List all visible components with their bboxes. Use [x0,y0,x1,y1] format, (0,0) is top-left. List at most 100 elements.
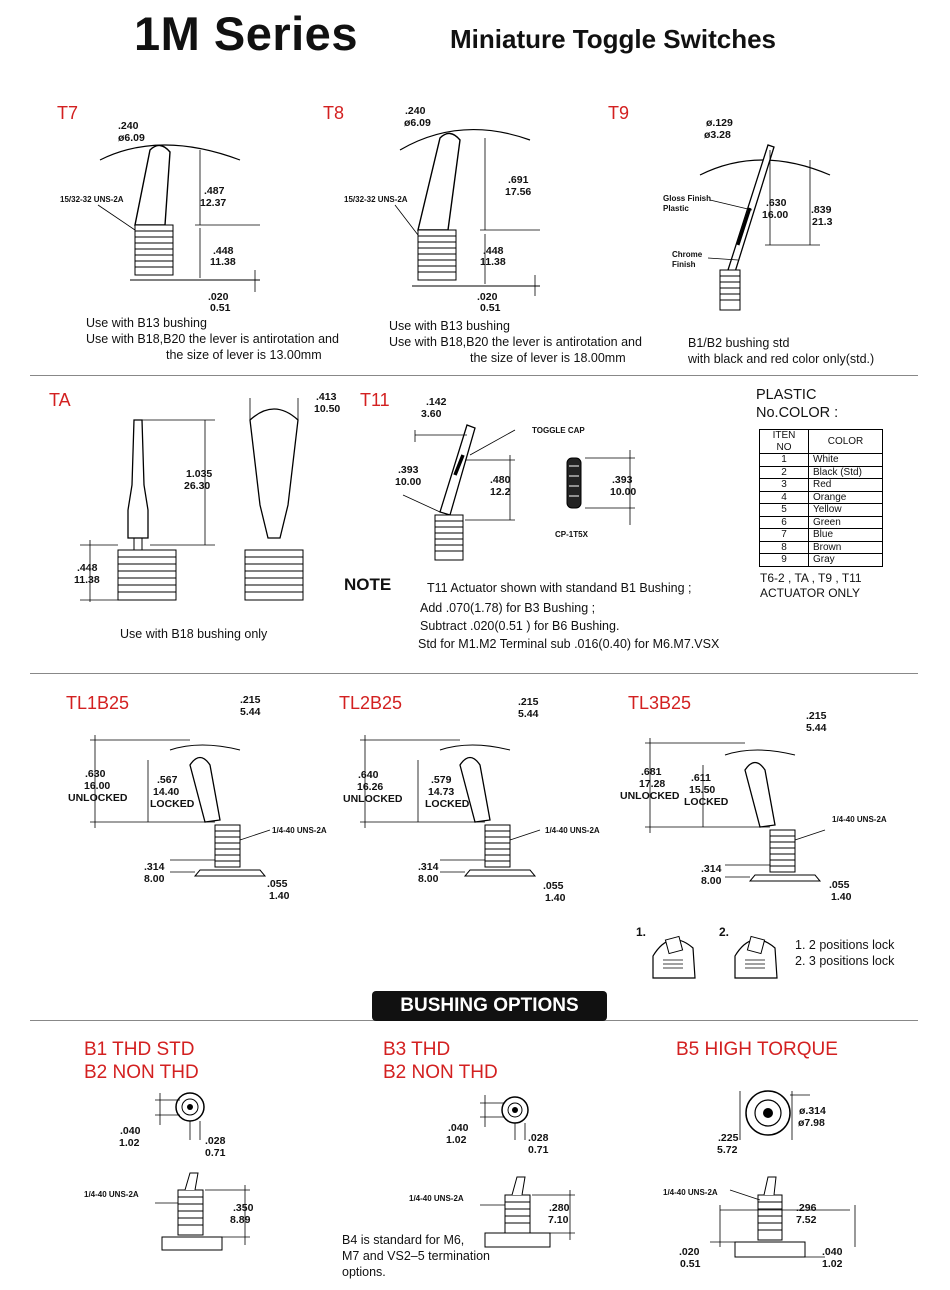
row-color: Black (Std) [808,465,883,479]
t8-dia-inch: .240 [405,105,426,117]
b5-c-inch: .296 [796,1202,817,1214]
ta-h1-inch: 1.035 [186,468,213,480]
b3-a-mm: 1.02 [446,1134,467,1146]
tl2-b-mm: 8.00 [418,873,439,885]
b5-c-mm: 7.52 [796,1214,817,1226]
tl3-thread: 1/4-40 UNS-2A [832,815,887,824]
t11-part: CP-1T5X [555,530,588,539]
bushing-options-banner: BUSHING OPTIONS [372,991,607,1021]
b1-a-mm: 1.02 [119,1137,140,1149]
plastic-footer-1: T6-2 , TA , T9 , T11 [760,571,862,585]
tl3-unl-inch: .681 [641,766,662,778]
t7-h2-mm: 11.38 [210,256,236,268]
t7-drawing [40,120,290,305]
tl3-c-inch: .055 [829,879,850,891]
b5-a-inch: .225 [718,1132,739,1144]
lock-num-1: 1. [636,925,647,939]
tl1-w-inch: .215 [240,694,261,706]
row-num: 1 [759,453,809,467]
plastic-footer-2: ACTUATOR ONLY [760,586,861,600]
b1-title-1: B1 THD STD [84,1039,195,1060]
row-num: 5 [759,503,809,517]
tl2-unl-text: UNLOCKED [343,793,403,805]
note-line-1: T11 Actuator shown with standand B1 Bush… [427,581,692,595]
t11-h3-mm: 10.00 [610,486,637,498]
tl2-label: TL2B25 [339,693,403,713]
t9-h1-mm: 16.00 [762,209,789,221]
b5-d-mm: ø7.98 [798,1117,825,1129]
row-color: Gray [808,553,883,567]
b1-b-inch: .028 [205,1135,226,1147]
row-num: 2 [759,465,809,479]
tl2-w-mm: 5.44 [518,708,539,720]
t7-h1-mm: 12.37 [200,197,227,209]
lock-drawings [645,928,795,988]
b5-d-inch: ø.314 [799,1105,826,1117]
tl1-lock-text: LOCKED [150,798,195,810]
tl3-w-mm: 5.44 [806,722,827,734]
tl3-unl-mm: 17.28 [639,778,666,790]
tl2-c-mm: 1.40 [545,892,566,904]
tl2-unl-mm: 16.26 [357,781,384,793]
tl1-lock-mm: 14.40 [153,786,180,798]
t11-h3-inch: .393 [612,474,633,486]
b3-thread: 1/4-40 UNS-2A [409,1194,464,1203]
row-num: 8 [759,540,809,554]
t7-note-3: the size of lever is 13.00mm [166,348,322,362]
row-color: Yellow [808,503,883,517]
row-num: 7 [759,528,809,542]
lock-num-2: 2. [719,925,730,939]
t8-h2-mm: 11.38 [480,256,506,268]
b5-f-inch: .040 [822,1246,843,1258]
t7-dia-inch: .240 [118,120,139,132]
tl2-w-inch: .215 [518,696,539,708]
b3-note-2: M7 and VS2–5 termination [342,1249,491,1263]
t7-note-2: Use with B18,B20 the lever is antirotati… [86,332,339,346]
tl1-lock-inch: .567 [157,774,178,786]
note-label: NOTE [344,575,392,594]
t11-h1-inch: .393 [398,464,419,476]
b5-e-mm: 0.51 [680,1258,701,1270]
t8-h3-mm: 0.51 [480,302,501,314]
t9-dia-mm: ø3.28 [704,129,731,141]
row-color: Blue [808,528,883,542]
tl3-unl-text: UNLOCKED [620,790,680,802]
t7-note-1: Use with B13 bushing [86,316,207,330]
row-color: Brown [808,540,883,554]
tl1-b-mm: 8.00 [144,873,165,885]
t7-h3-mm: 0.51 [210,302,231,314]
note-line-3: Subtract .020(0.51 ) for B6 Bushing. [420,619,620,633]
t7-label: T7 [57,103,79,123]
lock-legend-1: 1. 2 positions lock [795,938,895,952]
row-num: 9 [759,553,809,567]
ta-w-inch: .413 [316,391,337,403]
row-num: 3 [759,478,809,492]
plastic-title-2: No.COLOR : [756,405,839,421]
b1-a-inch: .040 [120,1125,141,1137]
b3-drawing [380,1085,600,1265]
t9-h1-inch: .630 [766,197,787,209]
tl1-c-inch: .055 [267,878,288,890]
tl3-label: TL3B25 [628,693,692,713]
tl2-lock-inch: .579 [431,774,452,786]
t9-dia-inch: ø.129 [706,117,733,129]
row-color: White [808,453,883,467]
t9-h2-inch: .839 [811,204,832,216]
t9-chrome-1: Chrome [672,250,703,259]
t9-h2-mm: 21.3 [812,216,833,228]
t11-label: T11 [360,390,390,410]
tl3-b-mm: 8.00 [701,875,722,887]
color-table-header-item: ITEN NO [759,429,809,454]
t8-note-3: the size of lever is 18.00mm [470,351,626,365]
divider [30,673,918,674]
row-color: Red [808,478,883,492]
t8-dia-mm: ø6.09 [404,117,431,129]
t7-thread: 15/32-32 UNS-2A [60,195,124,204]
t8-note-2: Use with B18,B20 the lever is antirotati… [389,335,642,349]
tl3-lock-text: LOCKED [684,796,729,808]
